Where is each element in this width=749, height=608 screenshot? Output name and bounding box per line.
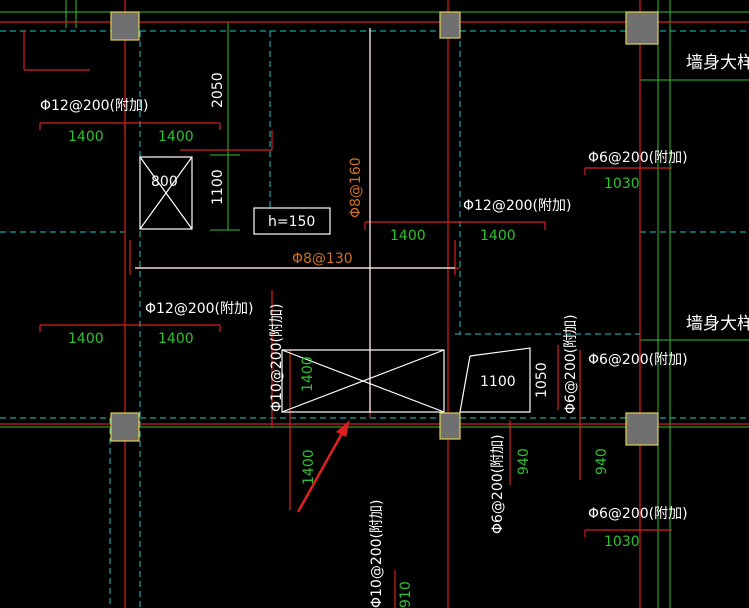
wall-label-top: 墙身大样 — [686, 53, 749, 73]
dim-800: 800 — [151, 174, 178, 190]
dim-below-1400: 1400 — [301, 449, 317, 485]
rebar-label-vertical-left: Φ10@200(附加) — [269, 304, 285, 412]
dim-r-1030-bottom: 1030 — [604, 534, 640, 550]
column-markers — [110, 11, 659, 446]
white-lines — [135, 28, 531, 413]
rebar-orange-vertical: Φ8@160 — [348, 157, 364, 218]
dim-mr-1400-b: 1400 — [480, 228, 516, 244]
rebar-label-vertical-mid: Φ6@200(附加) — [490, 434, 506, 534]
column-2 — [439, 11, 461, 39]
rebar-label-right-mid: Φ6@200(附加) — [588, 352, 688, 368]
dim-mr-1400-a: 1400 — [390, 228, 426, 244]
column-6 — [625, 412, 659, 446]
dim-ll-1400-b: 1400 — [158, 331, 194, 347]
h150-box — [253, 207, 331, 235]
dim-tl-1400-b: 1400 — [158, 129, 194, 145]
rebar-label-top-left: Φ12@200(附加) — [40, 98, 148, 114]
column-4 — [110, 412, 140, 442]
column-3 — [625, 11, 659, 45]
h150-label: h=150 — [268, 214, 315, 230]
rebar-label-lower-left: Φ12@200(附加) — [145, 301, 253, 317]
dim-ll-1400-a: 1400 — [68, 331, 104, 347]
dim-1050: 1050 — [534, 362, 550, 398]
rebar-orange-horizontal: Φ8@130 — [292, 251, 353, 267]
rebar-label-right-bottom: Φ6@200(附加) — [588, 506, 688, 522]
rebar-label-right-top: Φ6@200(附加) — [588, 150, 688, 166]
column-5 — [439, 412, 461, 440]
dim-box-1400: 1400 — [300, 356, 316, 392]
dim-1100-box: 1100 — [480, 374, 516, 390]
dim-tl-1400-a: 1400 — [68, 129, 104, 145]
dim-r-1030-top: 1030 — [604, 176, 640, 192]
column-1 — [110, 11, 140, 41]
dim-r-940-a: 940 — [516, 448, 532, 475]
dim-bottom-910: 910 — [398, 581, 414, 608]
wall-label-mid: 墙身大样 — [686, 314, 749, 334]
dim-r-940-b: 940 — [594, 448, 610, 475]
rebar-label-vertical-right: Φ6@200(附加) — [563, 314, 579, 414]
dim-2050: 2050 — [210, 72, 226, 108]
dim-1100-vert: 1100 — [210, 169, 226, 205]
arrow-icon — [296, 420, 350, 513]
rebar-label-middle-right: Φ12@200(附加) — [463, 198, 571, 214]
rebar-label-vertical-bottom: Φ10@200(附加) — [369, 500, 385, 608]
